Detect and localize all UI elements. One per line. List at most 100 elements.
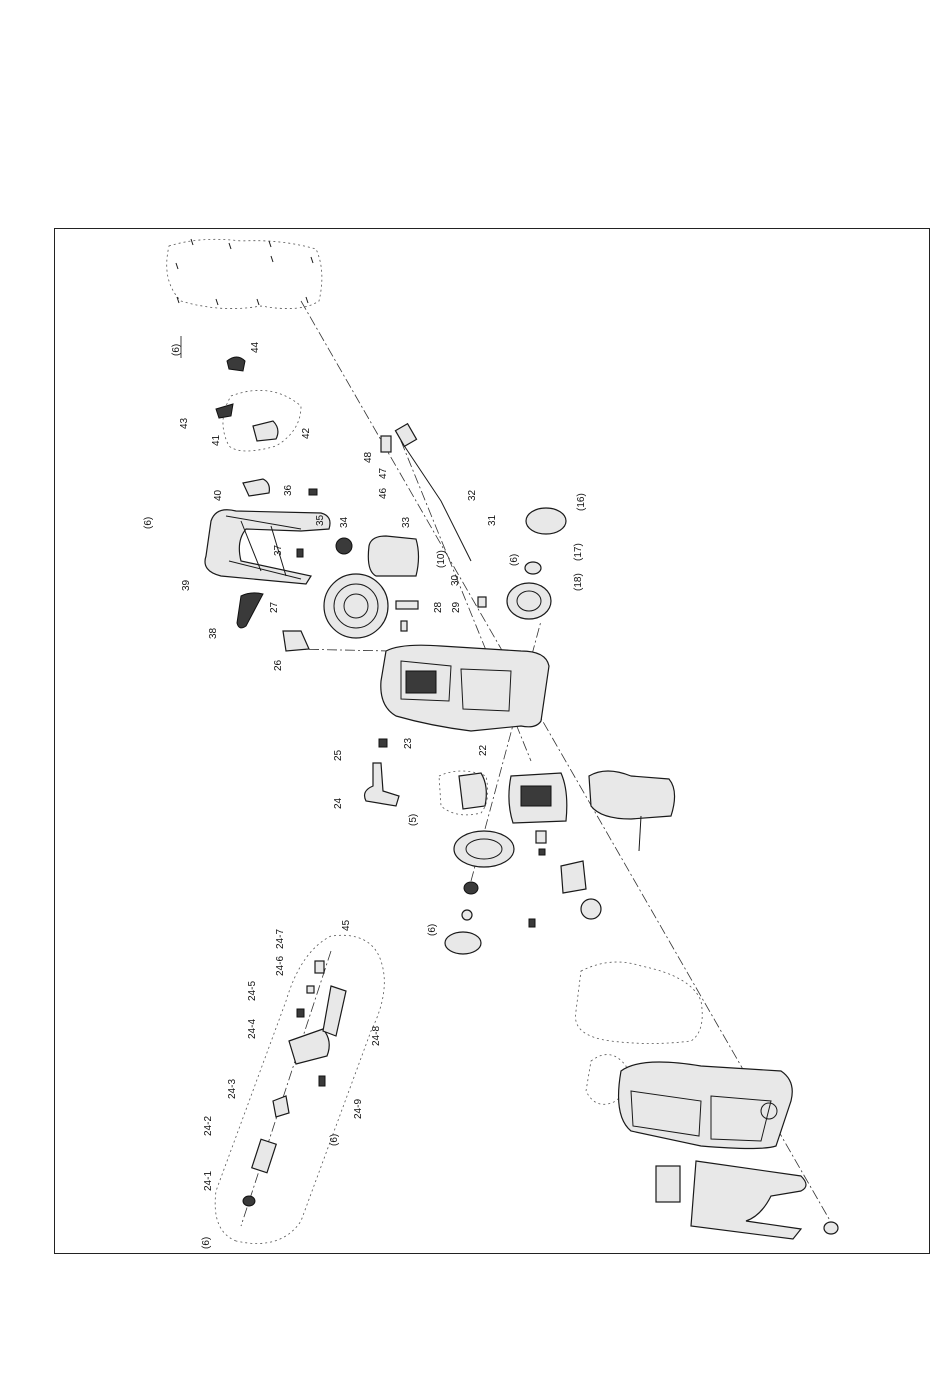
label-40: 40 [213, 489, 224, 501]
cap-5 [459, 773, 486, 809]
clip-41 [253, 421, 278, 441]
gun-24-2 [252, 1139, 276, 1172]
svg-text:29: 29 [451, 601, 462, 613]
housing-window [406, 671, 436, 693]
svg-text:(10): (10) [436, 550, 447, 568]
svg-text:31: 31 [487, 514, 498, 526]
svg-text:24-6: 24-6 [275, 956, 286, 976]
label-22: 22 [478, 744, 489, 756]
part-28 [401, 621, 407, 631]
label-42: 42 [301, 427, 312, 439]
label-26: 26 [273, 659, 284, 671]
label-6d: (6) [427, 924, 438, 936]
motor [589, 771, 675, 819]
gun-24-9 [319, 1076, 325, 1086]
svg-text:24-5: 24-5 [247, 981, 258, 1001]
label-39: 39 [181, 579, 192, 591]
gun-24-1 [243, 1196, 255, 1206]
svg-text:36: 36 [283, 484, 294, 496]
svg-text:(16): (16) [576, 493, 587, 511]
label-24-3: 24-3 [227, 1079, 238, 1099]
svg-text:35: 35 [315, 514, 326, 526]
part-25 [379, 739, 387, 747]
svg-text:(6): (6) [171, 344, 182, 356]
label-6f: (6) [201, 1237, 212, 1249]
gun-24-3 [273, 1096, 289, 1117]
label-18: (18) [573, 573, 584, 591]
svg-text:43: 43 [179, 417, 190, 429]
label-25: 25 [333, 749, 344, 761]
hose-holder-outline [223, 390, 301, 451]
label-28: 28 [433, 601, 444, 613]
label-44: 44 [250, 341, 261, 353]
washer-lower [464, 882, 478, 894]
svg-text:32: 32 [467, 489, 478, 501]
handle-grip [237, 593, 263, 628]
exploded-parts-diagram: (6) 44 43 41 42 48 47 46 40 36 (6) 35 34… [55, 229, 931, 1255]
tank-cap [336, 538, 352, 554]
end-nut [824, 1222, 838, 1234]
label-24-2: 24-2 [203, 1116, 214, 1136]
label-34: 34 [339, 516, 350, 528]
washer-17 [525, 562, 541, 574]
svg-text:(6): (6) [329, 1134, 340, 1146]
gun-24-7 [315, 961, 324, 973]
lower-cover-outline [575, 962, 702, 1044]
label-10: (10) [436, 550, 447, 568]
bushing-lower [462, 910, 472, 920]
svg-text:37: 37 [273, 544, 284, 556]
detergent-tank [368, 536, 418, 576]
svg-text:44: 44 [250, 341, 261, 353]
label-24-9: 24-9 [353, 1099, 364, 1119]
label-24: 24 [333, 797, 344, 809]
gun-24-5 [297, 1009, 304, 1017]
seal-part [539, 849, 545, 855]
label-23: 23 [403, 737, 414, 749]
svg-text:46: 46 [378, 487, 389, 499]
inlet-24 [365, 763, 399, 806]
svg-text:30: 30 [450, 574, 461, 586]
svg-text:26: 26 [273, 659, 284, 671]
svg-text:24-3: 24-3 [227, 1079, 238, 1099]
svg-text:24-8: 24-8 [371, 1026, 382, 1046]
label-16: (16) [576, 493, 587, 511]
svg-text:(18): (18) [573, 573, 584, 591]
label-6b: (6) [143, 517, 154, 529]
label-31: 31 [487, 514, 498, 526]
motor-shaft [639, 816, 641, 851]
label-36: 36 [283, 484, 294, 496]
front-housing [619, 1062, 793, 1149]
filter-block [656, 1166, 680, 1202]
label-24-6: 24-6 [275, 956, 286, 976]
svg-text:(6): (6) [509, 554, 520, 566]
svg-text:39: 39 [181, 579, 192, 591]
svg-text:41: 41 [211, 434, 222, 446]
svg-text:40: 40 [213, 489, 224, 501]
label-24-1: 24-1 [203, 1171, 214, 1191]
svg-text:28: 28 [433, 601, 444, 613]
gun-24-6 [307, 986, 314, 993]
label-24-5: 24-5 [247, 981, 258, 1001]
svg-text:34: 34 [339, 516, 350, 528]
svg-text:23: 23 [403, 737, 414, 749]
label-24-7: 24-7 [275, 929, 286, 949]
svg-text:27: 27 [269, 601, 280, 613]
label-47: 47 [378, 467, 389, 479]
clip-36 [309, 489, 317, 495]
svg-text:47: 47 [378, 467, 389, 479]
clip-43 [216, 404, 233, 418]
label-33: 33 [401, 516, 412, 528]
svg-text:24-9: 24-9 [353, 1099, 364, 1119]
handle-frame [205, 510, 330, 584]
clip-37 [297, 549, 303, 557]
gun-24-4 [289, 1029, 329, 1064]
part-26 [283, 631, 309, 651]
svg-text:(6): (6) [201, 1237, 212, 1249]
pump-block [521, 786, 551, 806]
label-29: 29 [451, 601, 462, 613]
mount-plate [561, 861, 586, 893]
label-48: 48 [363, 451, 374, 463]
clip-44 [227, 357, 245, 371]
label-46: 46 [378, 487, 389, 499]
label-37: 37 [273, 544, 284, 556]
